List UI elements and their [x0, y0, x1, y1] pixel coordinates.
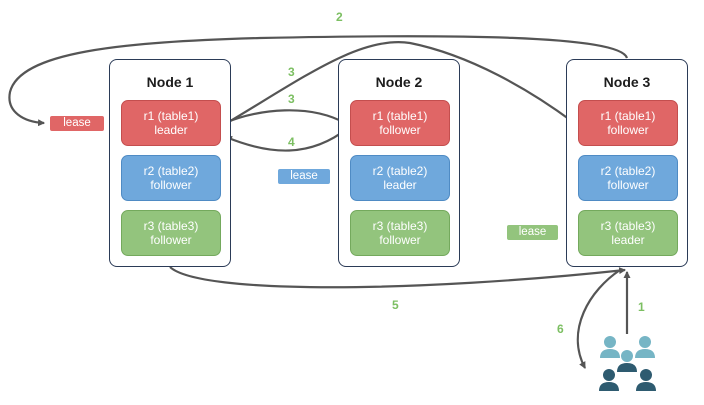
replica-r2: r2 (table2) leader: [350, 155, 450, 201]
node-1: Node 1 r1 (table1) leader r2 (table2) fo…: [109, 59, 231, 267]
replica-role-label: follower: [379, 233, 421, 247]
replica-table-label: r2 (table2): [143, 164, 199, 178]
replica-r3: r3 (table3) leader: [578, 210, 678, 256]
replica-role-label: leader: [154, 123, 188, 137]
arrow-step-3-to-node2: [221, 109, 346, 126]
replica-r2: r2 (table2) follower: [121, 155, 221, 201]
arrow-step-4: [225, 127, 349, 152]
arrow-step-2: [8, 35, 629, 127]
lease-badge-blue: lease: [277, 168, 331, 185]
lease-badge-green: lease: [506, 224, 559, 241]
replica-r2: r2 (table2) follower: [578, 155, 678, 201]
step-label-6: 6: [557, 322, 564, 336]
replica-table-label: r3 (table3): [143, 219, 199, 233]
replica-r1: r1 (table1) leader: [121, 100, 221, 146]
step-label-3-lower: 3: [288, 92, 295, 106]
node-title: Node 3: [603, 74, 651, 90]
replica-table-label: r1 (table1): [143, 109, 199, 123]
step-label-2: 2: [336, 10, 343, 24]
replica-table-label: r1 (table1): [372, 109, 428, 123]
node-title: Node 2: [375, 74, 423, 90]
replica-role-label: follower: [607, 178, 649, 192]
node-2: Node 2 r1 (table1) follower r2 (table2) …: [338, 59, 460, 267]
replica-r3: r3 (table3) follower: [350, 210, 450, 256]
clients-icon: [599, 336, 656, 391]
replica-role-label: follower: [150, 178, 192, 192]
node-3: Node 3 r1 (table1) follower r2 (table2) …: [566, 59, 688, 267]
replica-table-label: r2 (table2): [372, 164, 428, 178]
replica-r3: r3 (table3) follower: [121, 210, 221, 256]
step-label-5: 5: [392, 298, 399, 312]
arrow-step-5: [169, 266, 627, 289]
replica-table-label: r3 (table3): [600, 219, 656, 233]
replica-role-label: leader: [383, 178, 417, 192]
node-title: Node 1: [146, 74, 194, 90]
step-label-4: 4: [288, 135, 295, 149]
arrow-step-6: [576, 269, 621, 369]
replica-role-label: leader: [611, 233, 645, 247]
replica-role-label: follower: [150, 233, 192, 247]
replica-role-label: follower: [607, 123, 649, 137]
replica-table-label: r2 (table2): [600, 164, 656, 178]
replica-r1: r1 (table1) follower: [350, 100, 450, 146]
replica-r1: r1 (table1) follower: [578, 100, 678, 146]
replica-table-label: r3 (table3): [372, 219, 428, 233]
step-label-3-upper: 3: [288, 65, 295, 79]
arrow-step-3-to-node3: [221, 40, 574, 127]
step-label-1: 1: [638, 300, 645, 314]
replica-role-label: follower: [379, 123, 421, 137]
replica-table-label: r1 (table1): [600, 109, 656, 123]
lease-badge-red: lease: [49, 115, 105, 132]
